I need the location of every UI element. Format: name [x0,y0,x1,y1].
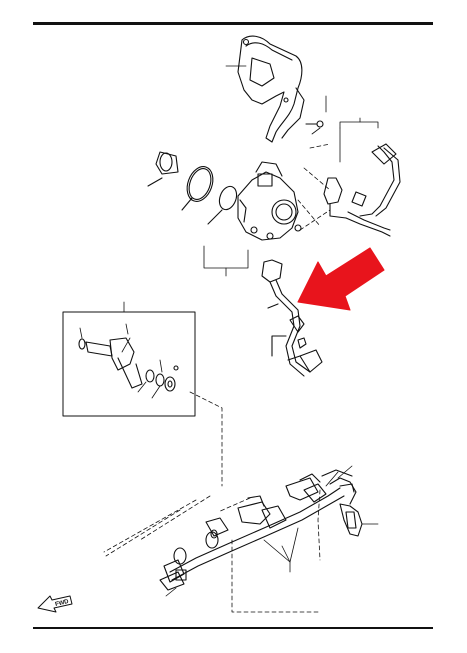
fuel-injector [78,337,179,392]
high-pressure-fuel-pipe [261,259,323,377]
o-ring-small [207,185,238,225]
pump-seal-cap [147,151,179,187]
injector-harness-connector [325,471,379,537]
sensor-harness [323,143,401,237]
forward-arrow-icon: FWD [37,595,73,613]
top-rule [33,22,433,25]
fuel-rail-assembly [163,469,357,583]
injector-leaders [79,323,163,399]
bracket-bolt [305,120,324,128]
leader-lines-top [225,65,327,135]
pump-kit-leader [203,245,249,277]
end-connector [159,569,187,591]
fwd-label: FWD [55,599,70,608]
high-pressure-fuel-pump [237,161,302,241]
injector-detail-box [62,301,196,417]
heat-shield-bracket [237,35,305,143]
bottom-rule [33,627,433,629]
bracket-label-leader [339,117,379,163]
dashed-reference-lines [103,143,331,613]
rail-leader-lines [165,465,353,597]
o-ring-large [181,166,214,211]
highlight-arrow-icon [297,247,385,311]
